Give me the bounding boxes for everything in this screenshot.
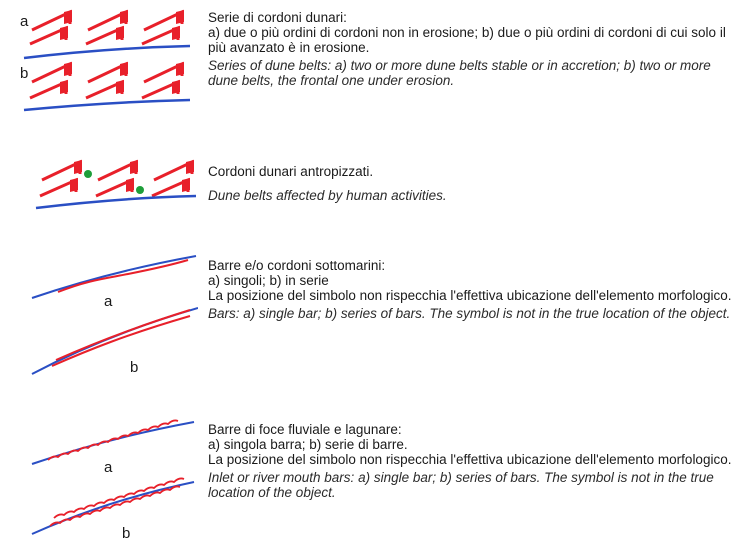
dune-belts-en: Series of dune belts: a) two or more dun… <box>208 58 743 88</box>
label-b: b <box>122 525 130 540</box>
human-marker-icon <box>136 186 144 194</box>
submarine-bars-en-title: Bars: <box>208 306 240 321</box>
mouth-bars-it-title: Barre di foce fluviale e lagunare: <box>208 422 402 437</box>
submarine-bars-symbol: a b <box>31 255 198 376</box>
label-a: a <box>104 293 113 310</box>
label-b: b <box>130 359 138 376</box>
human-dunes-en-title: Dune belts affected by human activities. <box>208 188 447 203</box>
label-a: a <box>104 459 113 476</box>
label-a: a <box>20 13 29 30</box>
mouth-bars-en-desc: a) single bar; b) series of bars. The sy… <box>208 470 714 500</box>
mouth-bars-text: Barre di foce fluviale e lagunare: a) si… <box>208 422 743 500</box>
dune-belts-it-title: Serie di cordoni dunari: <box>208 10 347 25</box>
dune-belts-it-desc: a) due o più ordini di cordoni non in er… <box>208 25 726 55</box>
human-dunes-it-title: Cordoni dunari antropizzati. <box>208 164 374 179</box>
submarine-bars-it-note: La posizione del simbolo non rispecchia … <box>208 288 732 303</box>
human-dunes-symbol <box>35 159 197 210</box>
human-dunes-text: Cordoni dunari antropizzati. Dune belts … <box>208 164 743 203</box>
dune-belts-symbol: a b <box>20 9 191 112</box>
submarine-bars-text: Barre e/o cordoni sottomarini: a) singol… <box>208 258 743 321</box>
submarine-bars-it-sub: a) singoli; b) in serie <box>208 273 329 288</box>
mouth-bars-it-sub: a) singola barra; b) serie di barre. <box>208 437 408 452</box>
label-b: b <box>20 65 28 82</box>
dune-belts-en-title: Series of dune belts: <box>208 58 332 73</box>
mouth-bars-en-title: Inlet or river mouth bars: <box>208 470 355 485</box>
submarine-bars-en-desc: a) single bar; b) series of bars. The sy… <box>243 306 731 321</box>
dune-belts-en-desc: a) two or more dune belts stable or in a… <box>208 58 711 88</box>
mouth-bars-it-note: La posizione del simbolo non rispecchia … <box>208 452 732 467</box>
submarine-bars-it-title: Barre e/o cordoni sottomarini: <box>208 258 386 273</box>
mouth-bars-en: Inlet or river mouth bars: a) single bar… <box>208 470 743 500</box>
human-marker-icon <box>84 170 92 178</box>
submarine-bars-en: Bars: a) single bar; b) series of bars. … <box>208 306 743 321</box>
mouth-bars-symbol: a b <box>31 419 195 540</box>
dune-belts-text: Serie di cordoni dunari: a) due o più or… <box>208 10 743 88</box>
